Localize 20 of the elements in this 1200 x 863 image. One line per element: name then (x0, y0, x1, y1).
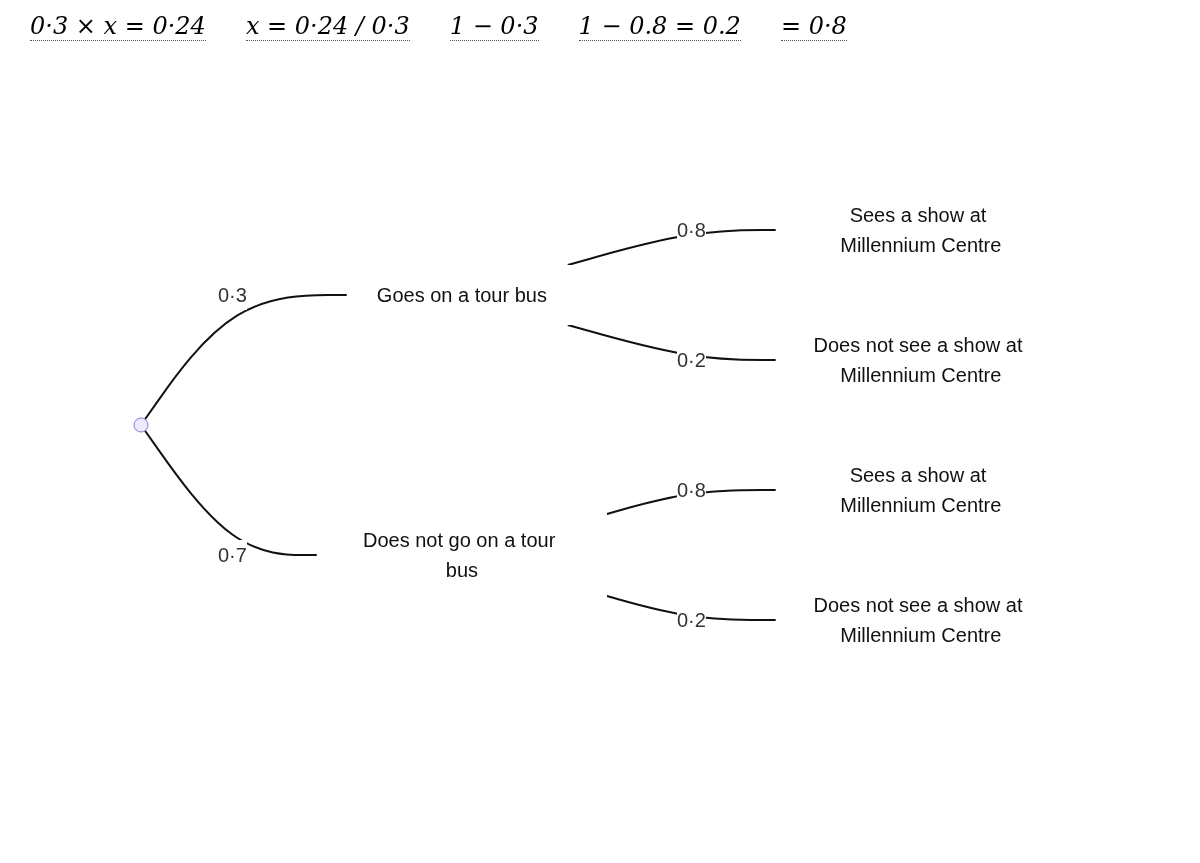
node-point (133, 417, 149, 433)
edge-label: 0·7 (218, 544, 247, 566)
node-text: Does not see a show at Millennium Centre (813, 334, 1023, 386)
node-text: Does not go on a tour bus (363, 529, 556, 581)
node-text: Goes on a tour bus (376, 284, 548, 306)
handwritten-working: = 0·8 (780, 12, 847, 41)
node-text: Sees a show at Millennium Centre (840, 464, 1002, 516)
edge-label: 0·8 (677, 219, 706, 241)
handwritten-working: 1 − 0.8 = 0.2 (578, 12, 741, 41)
connector (144, 429, 318, 556)
edge-label: 0·3 (218, 284, 247, 306)
handwritten-working: 0·3 × x = 0·24 (30, 12, 206, 41)
handwritten-working: 1 − 0·3 (449, 12, 539, 41)
edge-label: 0·2 (677, 349, 706, 371)
edge-label: 0·8 (677, 479, 706, 501)
node-text: Does not see a show at Millennium Centre (813, 594, 1023, 646)
connector (144, 294, 348, 421)
node-text: Sees a show at Millennium Centre (840, 204, 1002, 256)
handwritten-working: x = 0·24 / 0·3 (245, 12, 410, 41)
edge-label: 0·2 (677, 609, 706, 631)
